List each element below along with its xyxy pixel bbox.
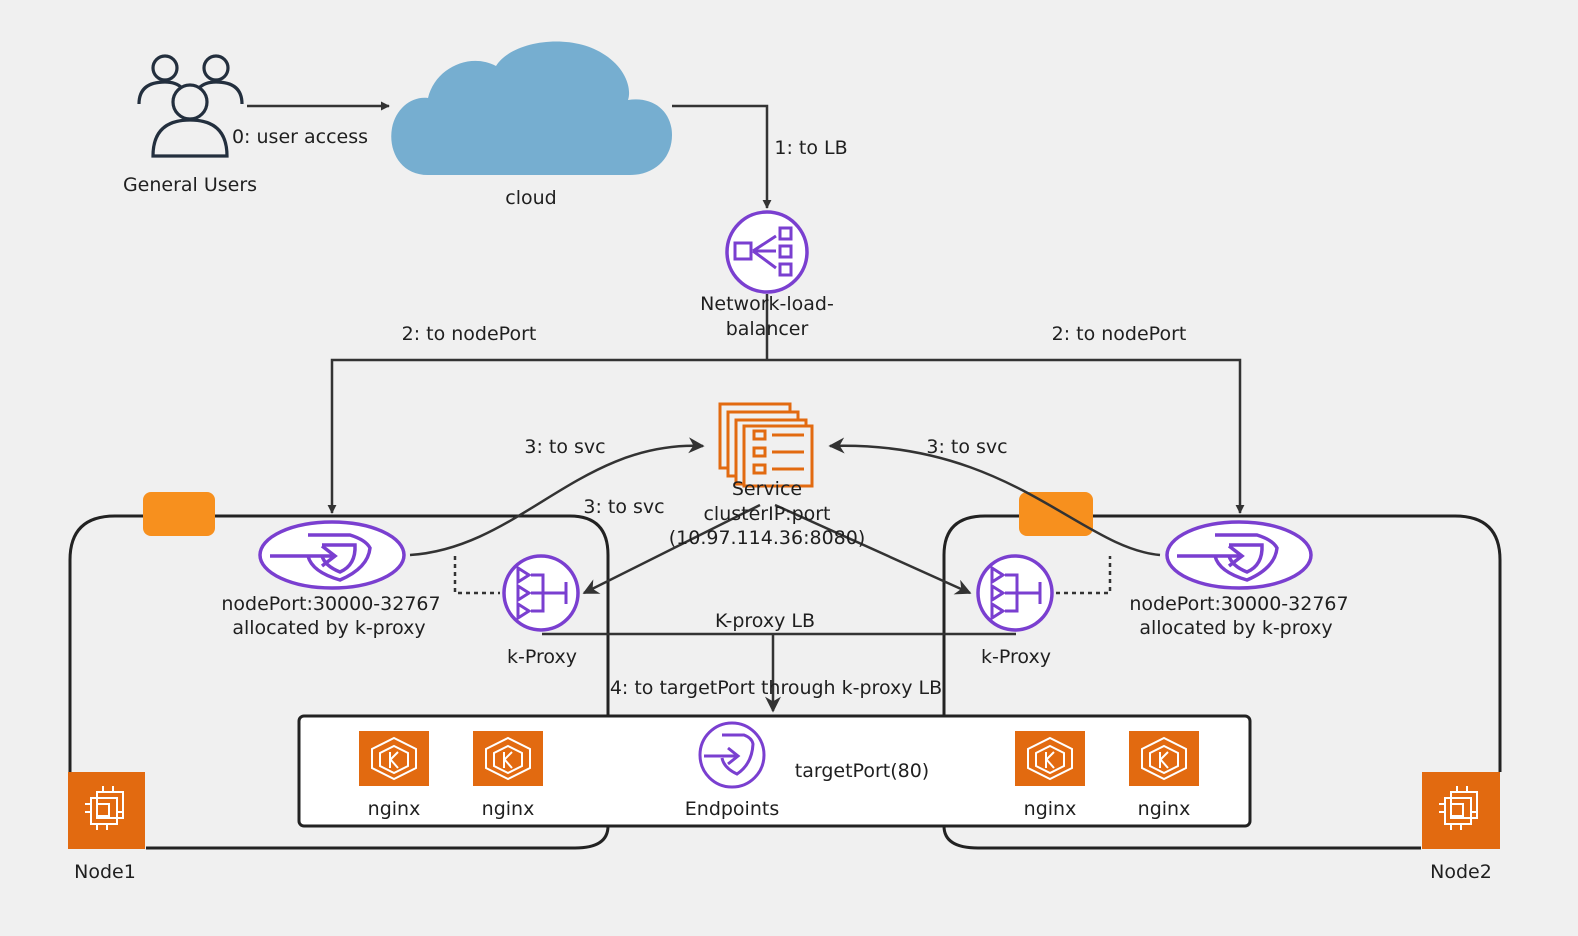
pod-icon-1 [359,731,429,786]
nodeport-right-icon [1165,520,1313,590]
pod-label-3: nginx [1024,798,1077,820]
nlb-label-line2: balancer [726,318,809,340]
nodeport-left-label-line1: nodePort:30000-32767 [221,593,440,615]
endpoints-icon [698,721,766,789]
service-label-line1: Service [732,478,802,500]
edge-label-to-svc-right: 3: to svc [926,436,1007,458]
node2-tab [1019,492,1093,536]
edge-label-to-svc-left: 3: to svc [524,436,605,458]
node1-tab [143,492,215,536]
node2-container [942,492,1502,850]
nlb-label-line1: Network-load- [700,293,834,315]
edge-label-kproxy-lb: K-proxy LB [715,610,815,632]
edge-label-to-nodeport-left: 2: to nodePort [402,323,537,345]
pod-label-2: nginx [482,798,535,820]
edge-to-nodeport-left [327,358,767,514]
target-port-label: targetPort(80) [795,760,929,782]
pod-label-1: nginx [368,798,421,820]
service-label-line2: clusterIP:port [703,503,830,525]
users-group-icon [137,54,244,158]
pod-icon-2 [473,731,543,786]
users-label: General Users [123,174,257,196]
nodeport-left-icon [258,520,406,590]
nodeport-left-label-line2: allocated by k-proxy [232,617,425,639]
edge-to-lb [672,104,772,209]
node1-label: Node1 [74,861,136,883]
pod-icon-3 [1015,731,1085,786]
edge-label-to-lb: 1: to LB [774,137,847,159]
service-label-line3: (10.97.114.36:8080) [669,527,866,549]
node1-ec2-icon [68,772,145,849]
service-icon [718,402,814,488]
link-nodeport-kproxy-left [453,556,500,595]
node2-ec2-icon [1422,772,1500,849]
edge-label-to-target: 4: to targetPort through k-proxy LB [610,677,942,699]
edge-to-svc-right [828,437,1161,557]
cloud-label: cloud [505,187,556,209]
edge-svc-to-kproxy-right [774,503,972,595]
edge-label-to-nodeport-right: 2: to nodePort [1052,323,1187,345]
node2-label: Node2 [1430,861,1492,883]
kproxy-left-icon [502,554,580,632]
edge-svc-to-kproxy-left [582,503,761,595]
endpoints-label: Endpoints [685,798,779,820]
pod-icon-4 [1129,731,1199,786]
edge-to-svc-left [409,437,705,557]
edge-to-nodeport-right [767,358,1245,514]
link-nodeport-kproxy-right [1056,556,1112,595]
node1-container [68,492,610,850]
edge-label-to-svc-center: 3: to svc [583,496,664,518]
kproxy-right-icon [976,554,1054,632]
edge-label-user-access: 0: user access [232,126,368,148]
kproxy-left-label: k-Proxy [507,646,577,668]
kproxy-right-label: k-Proxy [981,646,1051,668]
nodeport-right-label-line2: allocated by k-proxy [1139,617,1332,639]
pod-label-4: nginx [1138,798,1191,820]
cloud-icon [391,41,672,176]
nodeport-right-label-line1: nodePort:30000-32767 [1129,593,1348,615]
network-load-balancer-icon [725,210,809,294]
